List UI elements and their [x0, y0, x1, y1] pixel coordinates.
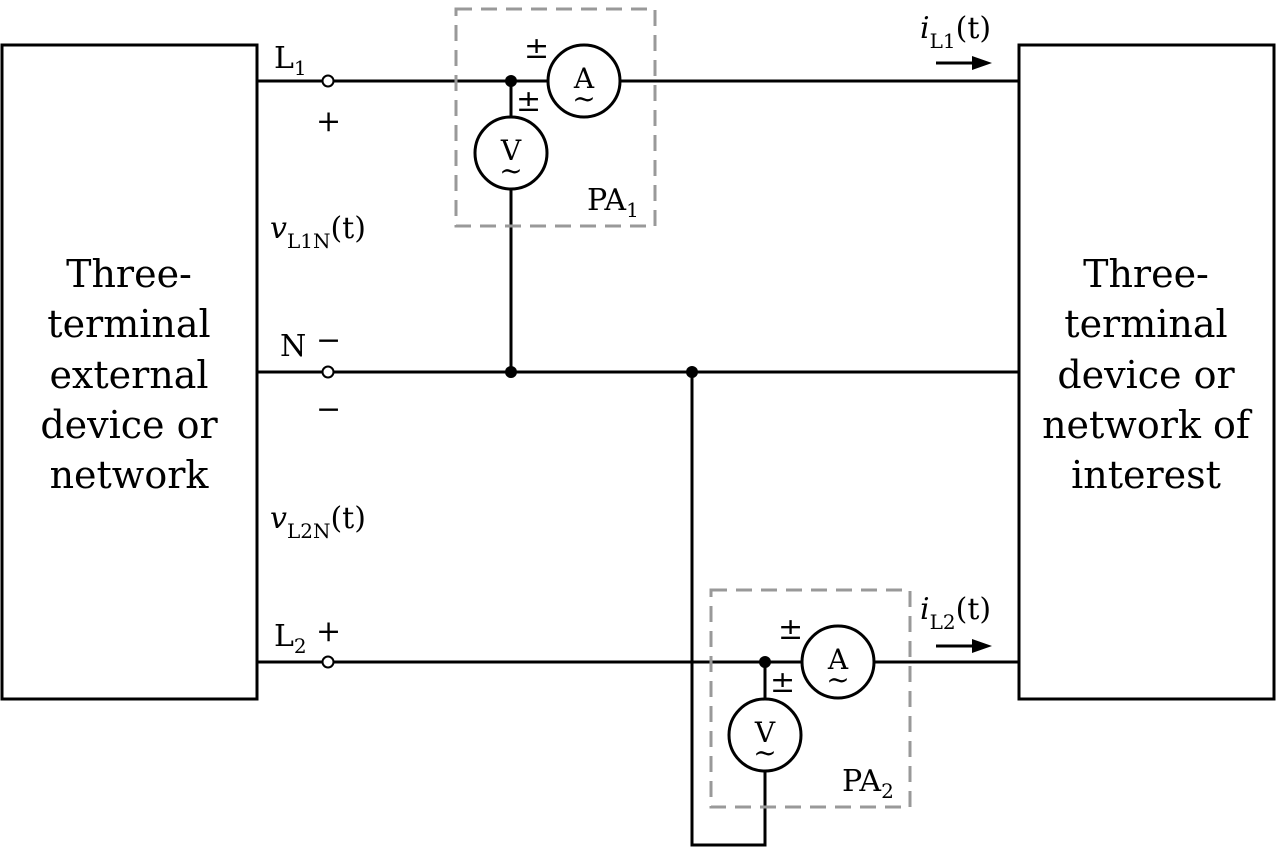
junction-dot	[505, 366, 517, 378]
voltage-l1n-label: vL1N(t)	[270, 211, 366, 253]
voltmeter-letter: V	[754, 716, 776, 749]
polarity-mark: ±	[516, 84, 541, 119]
interest-label-line: network of	[1042, 403, 1253, 447]
plus-sign: +	[316, 614, 341, 649]
pa2-voltage-lead	[690, 372, 767, 847]
external-label-line: terminal	[47, 302, 210, 346]
junction-dot	[686, 366, 698, 378]
interest-label-line: interest	[1071, 453, 1221, 497]
power-analyzer-1: A ~ ± V ~ ± PA1	[454, 7, 657, 228]
junction-dot	[505, 75, 517, 87]
external-label-line: Three-	[66, 252, 192, 296]
current-l1-arrow	[936, 56, 992, 70]
voltmeter-symbol	[473, 115, 549, 191]
terminal-l1	[321, 74, 335, 88]
ammeter-letter: A	[573, 62, 595, 95]
minus-sign: −	[316, 392, 341, 427]
pa1-label: PA1	[587, 183, 639, 222]
current-l1-label: iL1(t)	[920, 11, 991, 53]
terminal-l2-label: L2	[274, 619, 307, 658]
ac-tilde-icon: ~	[499, 154, 522, 187]
external-label-line: network	[50, 453, 210, 497]
current-l2-arrow	[936, 639, 992, 653]
pa2-label: PA2	[842, 764, 894, 803]
pa2-boundary	[709, 588, 912, 809]
interest-label-line: device or	[1057, 353, 1235, 397]
external-label-line: device or	[40, 403, 218, 447]
current-l2-label: iL2(t)	[920, 592, 991, 634]
plus-sign: +	[316, 104, 341, 139]
pa2-voltmeter: V ~	[727, 697, 803, 773]
terminal-l1-label: L1	[274, 41, 307, 80]
terminal-l2	[321, 655, 335, 669]
terminal-n-label: N	[280, 329, 306, 364]
ammeter-letter: A	[827, 643, 849, 676]
polarity-mark: ±	[778, 612, 803, 647]
pa1-ammeter: A ~	[546, 43, 622, 119]
voltmeter-symbol	[727, 697, 803, 773]
junction-dot	[759, 656, 771, 668]
ac-tilde-icon: ~	[753, 736, 776, 769]
power-analyzer-2: A ~ ± V ~ ± PA2	[709, 588, 912, 809]
voltage-l2n-label: vL2N(t)	[270, 501, 366, 543]
polarity-mark: ±	[770, 665, 795, 700]
interest-label-line: terminal	[1064, 302, 1227, 346]
ammeter-symbol	[546, 43, 622, 119]
network-of-interest-label: Three- terminal device or network of int…	[1042, 252, 1253, 497]
polarity-mark: ±	[524, 31, 549, 66]
ammeter-symbol	[800, 624, 876, 700]
external-network-label: Three- terminal external device or netwo…	[40, 252, 218, 497]
pa2-ammeter: A ~	[800, 624, 876, 700]
minus-sign: −	[316, 323, 341, 358]
external-label-line: external	[49, 353, 208, 397]
ac-tilde-icon: ~	[572, 82, 595, 115]
pa1-boundary	[454, 7, 657, 228]
interest-label-line: Three-	[1083, 252, 1209, 296]
ac-tilde-icon: ~	[826, 663, 849, 696]
voltmeter-letter: V	[500, 134, 522, 167]
terminal-n	[321, 365, 335, 379]
pa1-voltmeter: V ~	[473, 115, 549, 191]
